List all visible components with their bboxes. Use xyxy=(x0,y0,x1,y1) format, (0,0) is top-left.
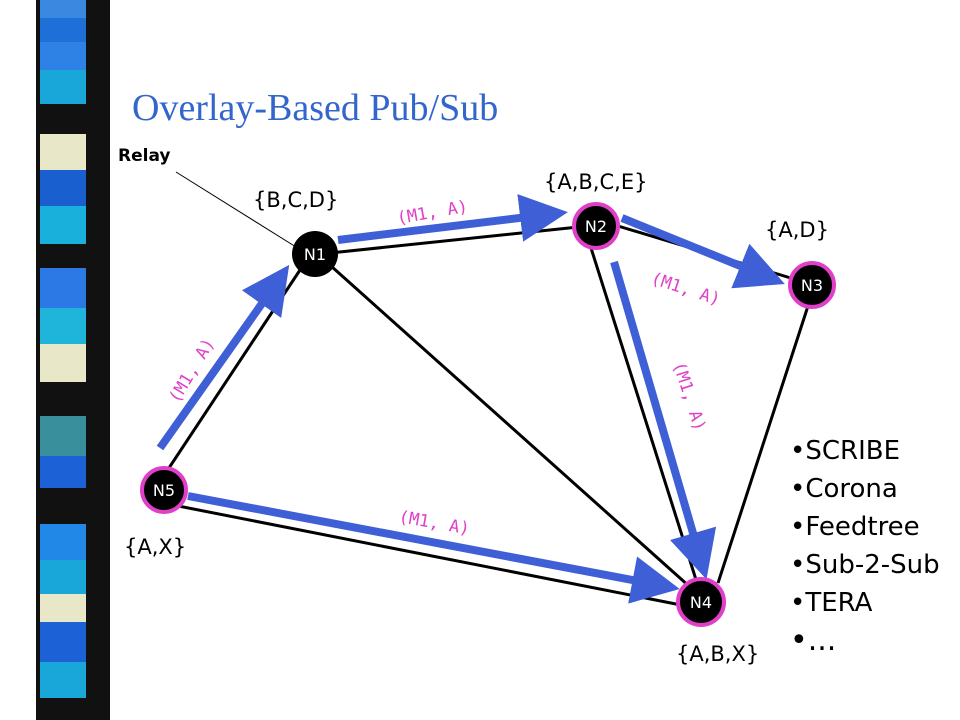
message-label-n2-n3: (M1, A) xyxy=(648,269,722,310)
node-n5: N5 xyxy=(140,466,188,514)
arrow-n2-n3 xyxy=(620,214,785,289)
node-n5-label: N5 xyxy=(153,481,175,500)
node-n2: N2 xyxy=(572,202,620,250)
list-item: SCRIBE xyxy=(790,432,940,470)
node-n2-label: N2 xyxy=(585,217,607,236)
arrow-n2-n4 xyxy=(610,260,717,580)
node-n4-label: N4 xyxy=(690,593,712,612)
slide-title: Overlay-Based Pub/Sub xyxy=(132,87,499,129)
systems-list: SCRIBE Corona Feedtree Sub-2-Sub TERA ..… xyxy=(790,432,940,660)
node-n4: N4 xyxy=(676,577,726,627)
message-arrows xyxy=(156,194,785,604)
node-n3: N3 xyxy=(788,261,836,309)
relay-pointer-line xyxy=(175,171,297,248)
arrow-n1-n2 xyxy=(337,194,568,244)
node-n1: N1 xyxy=(292,231,338,277)
link-n1-n4 xyxy=(330,264,691,589)
subscriptions-n5: {A,X} xyxy=(124,535,186,559)
link-n3-n4 xyxy=(716,305,810,584)
arrow-n5-n1 xyxy=(156,264,290,451)
link-n2-n4 xyxy=(589,247,700,587)
node-n3-label: N3 xyxy=(801,276,823,295)
relay-label: Relay xyxy=(118,146,170,166)
decorative-stripe xyxy=(0,0,110,720)
link-n5-n4 xyxy=(162,501,687,608)
arrow-n5-n4 xyxy=(187,492,680,604)
subscriptions-n3: {A,D} xyxy=(765,218,829,242)
subscriptions-n2: {A,B,C,E} xyxy=(544,170,647,194)
node-n1-label: N1 xyxy=(304,245,326,264)
subscriptions-n4: {A,B,X} xyxy=(676,642,759,666)
list-item: ... xyxy=(790,622,940,660)
message-label-n2-n4: (M1, A) xyxy=(668,359,709,433)
list-item: Feedtree xyxy=(790,508,940,546)
list-item: TERA xyxy=(790,584,940,622)
list-item: Corona xyxy=(790,470,940,508)
subscriptions-n1: {B,C,D} xyxy=(253,188,338,212)
list-item: Sub-2-Sub xyxy=(790,546,939,584)
